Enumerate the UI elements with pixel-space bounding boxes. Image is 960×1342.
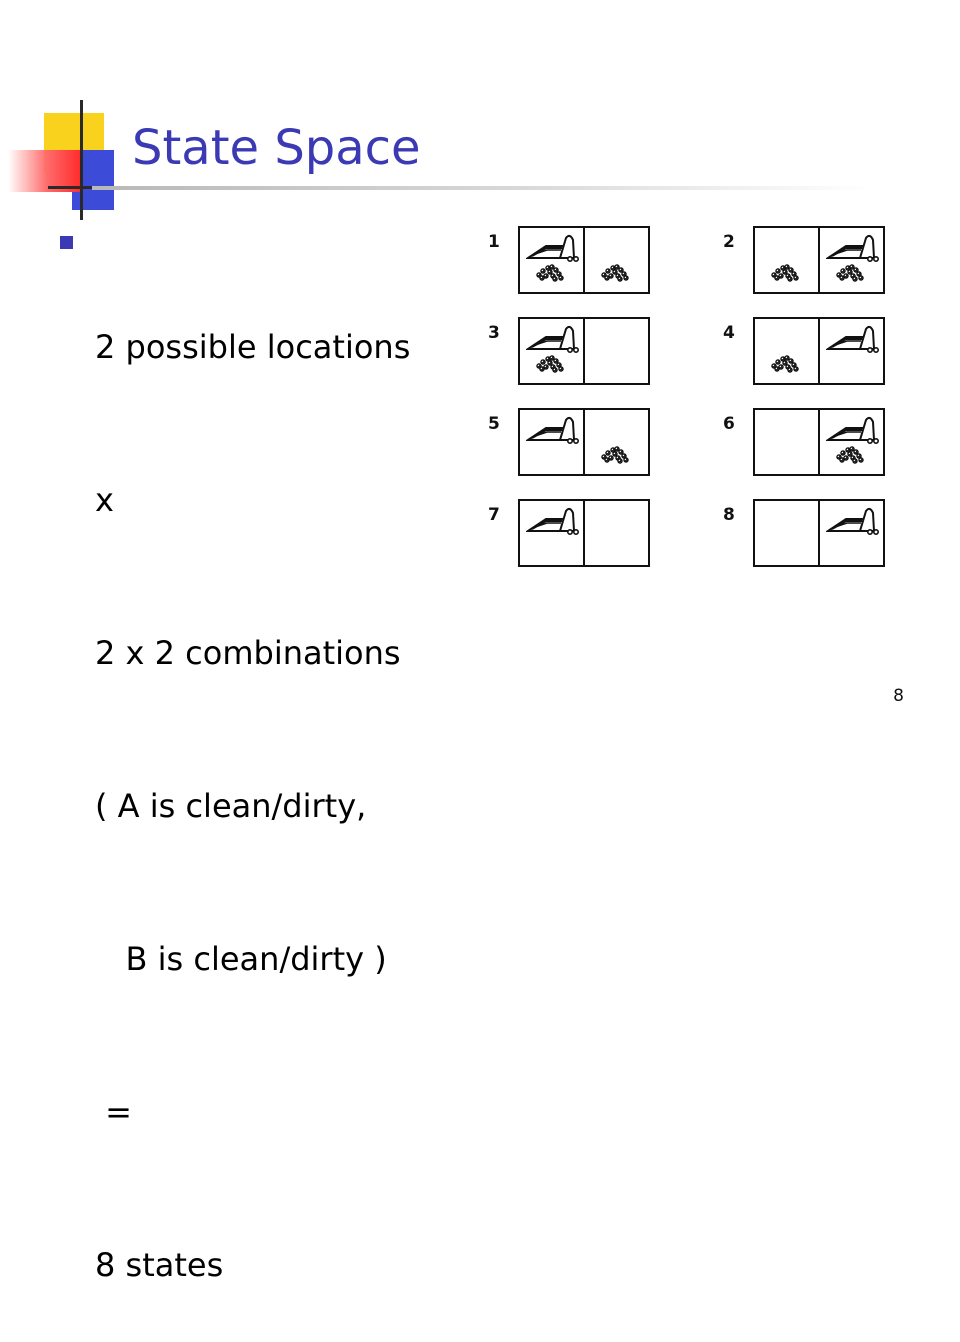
dirt-icon xyxy=(836,446,864,464)
vacuum-icon xyxy=(526,507,579,535)
bullet-line: B is clean/dirty ) xyxy=(95,940,387,978)
bullet-line: 2 possible locations xyxy=(95,328,411,366)
room-a xyxy=(753,317,820,385)
state-number: 5 xyxy=(488,414,500,434)
vacuum-icon xyxy=(526,416,579,444)
state-number: 1 xyxy=(488,232,500,252)
dirt-icon xyxy=(601,264,629,282)
dirt-icon xyxy=(536,264,564,282)
room-a xyxy=(753,499,820,567)
dirt-icon xyxy=(601,446,629,464)
state-number: 6 xyxy=(723,414,735,434)
room-b xyxy=(583,226,650,294)
dirt-icon xyxy=(536,355,564,373)
room-b xyxy=(818,317,885,385)
bullet-line: 2 x 2 combinations xyxy=(95,634,401,672)
vacuum-icon xyxy=(826,234,879,262)
room-a xyxy=(518,226,585,294)
bullet-line: ( A is clean/dirty, xyxy=(95,787,367,825)
state-number: 4 xyxy=(723,323,735,343)
room-b xyxy=(583,408,650,476)
room-b xyxy=(818,499,885,567)
decor-vertical-line xyxy=(80,100,83,220)
bullet-line: x xyxy=(95,481,114,519)
dirt-icon xyxy=(771,264,799,282)
dirt-icon xyxy=(836,264,864,282)
state-number: 3 xyxy=(488,323,500,343)
room-a xyxy=(518,317,585,385)
vacuum-icon xyxy=(826,416,879,444)
room-a xyxy=(518,408,585,476)
slide-title: State Space xyxy=(132,120,421,176)
page-number: 8 xyxy=(893,686,904,706)
state-number: 8 xyxy=(723,505,735,525)
bullet-text: 2 possible locations x 2 x 2 combination… xyxy=(95,220,410,1342)
room-b xyxy=(583,499,650,567)
vacuum-icon xyxy=(826,325,879,353)
bullet-marker xyxy=(60,236,73,249)
title-underline xyxy=(92,186,872,190)
room-a xyxy=(753,408,820,476)
decor-horizontal-line xyxy=(48,186,94,189)
bullet-line: 8 states xyxy=(95,1246,224,1284)
bullet-line: = xyxy=(95,1093,132,1131)
decor-red-square xyxy=(8,150,80,192)
dirt-icon xyxy=(771,355,799,373)
room-a xyxy=(518,499,585,567)
room-b xyxy=(818,408,885,476)
state-number: 7 xyxy=(488,505,500,525)
vacuum-icon xyxy=(826,507,879,535)
room-b xyxy=(818,226,885,294)
state-number: 2 xyxy=(723,232,735,252)
room-a xyxy=(753,226,820,294)
room-b xyxy=(583,317,650,385)
vacuum-icon xyxy=(526,234,579,262)
vacuum-icon xyxy=(526,325,579,353)
vacuum-state-space-figure: 1 2 3 4 5 6 7 8 xyxy=(470,218,910,578)
